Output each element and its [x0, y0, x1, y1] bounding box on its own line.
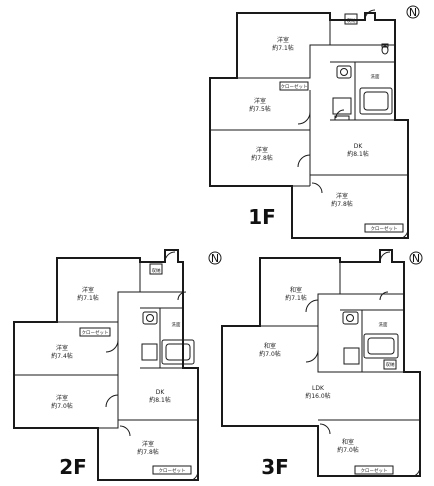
- room-1f-3-size: 約7.8帖: [251, 154, 273, 162]
- room-2f-3-name: 洋室: [56, 394, 68, 402]
- floor-label-1f: 1F: [248, 205, 276, 229]
- washroom-3f: 洗面: [379, 321, 388, 328]
- closet-3f-a: クローゼット: [361, 467, 388, 474]
- washroom-2f: 洗面: [172, 321, 181, 328]
- floor-3f: 和室 約7.1帖 和室 約7.0帖 LDK 約16.0帖 和室 約7.0帖 クロ…: [221, 249, 423, 479]
- compass-ring-icon: [208, 251, 222, 265]
- room-2f-2-name: 洋室: [56, 344, 68, 352]
- closet-2f-b: クローゼット: [159, 467, 186, 474]
- room-3f-2-size: 約7.0帖: [259, 350, 281, 358]
- room-1f-2-size: 約7.5帖: [249, 105, 271, 113]
- room-3f-3-name: LDK: [312, 385, 325, 392]
- storage-2f: 収納: [152, 267, 161, 274]
- floor-1f: 洋室 約7.1帖 洋室 約7.5帖 洋室 約7.8帖 DK 約8.1帖 洋室 約…: [209, 5, 420, 239]
- compass-3f: N: [412, 252, 420, 265]
- storage-3f: 収納: [386, 361, 395, 368]
- storage-1f: 収納: [347, 17, 356, 24]
- room-1f-4-size: 約8.1帖: [347, 150, 369, 158]
- closet-1f-a: クローゼット: [281, 83, 308, 90]
- room-2f-1-size: 約7.1帖: [77, 294, 99, 302]
- closet-2f-a: クローゼット: [82, 329, 109, 336]
- washroom-1f: 洗面: [371, 73, 380, 80]
- room-3f-4-size: 約7.0帖: [337, 446, 359, 454]
- room-2f-2-size: 約7.4帖: [51, 352, 73, 360]
- floor-label-2f: 2F: [59, 455, 87, 479]
- floor-label-3f: 3F: [261, 455, 289, 479]
- room-1f-1-name: 洋室: [277, 36, 289, 44]
- room-1f-4-name: DK: [354, 143, 364, 150]
- room-2f-5-name: 洋室: [142, 440, 154, 448]
- compass-1f: N: [409, 6, 417, 19]
- room-1f-1-size: 約7.1帖: [272, 44, 294, 52]
- room-2f-4-name: DK: [156, 389, 166, 396]
- room-1f-3-name: 洋室: [256, 146, 268, 154]
- floor-2f: 洋室 約7.1帖 洋室 約7.4帖 洋室 約7.0帖 DK 約8.1帖 洋室 約…: [13, 249, 222, 481]
- room-1f-5-name: 洋室: [336, 192, 348, 200]
- compass-ring-icon: [406, 5, 420, 19]
- room-1f-5-size: 約7.8帖: [331, 200, 353, 208]
- compass-2f: N: [211, 252, 219, 265]
- room-3f-1-name: 和室: [290, 286, 302, 294]
- compass-ring-icon: [409, 251, 423, 265]
- room-2f-4-size: 約8.1帖: [149, 396, 171, 404]
- room-2f-3-size: 約7.0帖: [51, 402, 73, 410]
- room-3f-3-size: 約16.0帖: [305, 392, 330, 400]
- room-1f-2-name: 洋室: [254, 97, 266, 105]
- room-3f-4-name: 和室: [342, 438, 354, 446]
- room-2f-5-size: 約7.8帖: [137, 448, 159, 456]
- room-3f-2-name: 和室: [264, 342, 276, 350]
- room-2f-1-name: 洋室: [82, 286, 94, 294]
- closet-1f-b: クローゼット: [371, 225, 398, 232]
- room-3f-1-size: 約7.1帖: [285, 294, 307, 302]
